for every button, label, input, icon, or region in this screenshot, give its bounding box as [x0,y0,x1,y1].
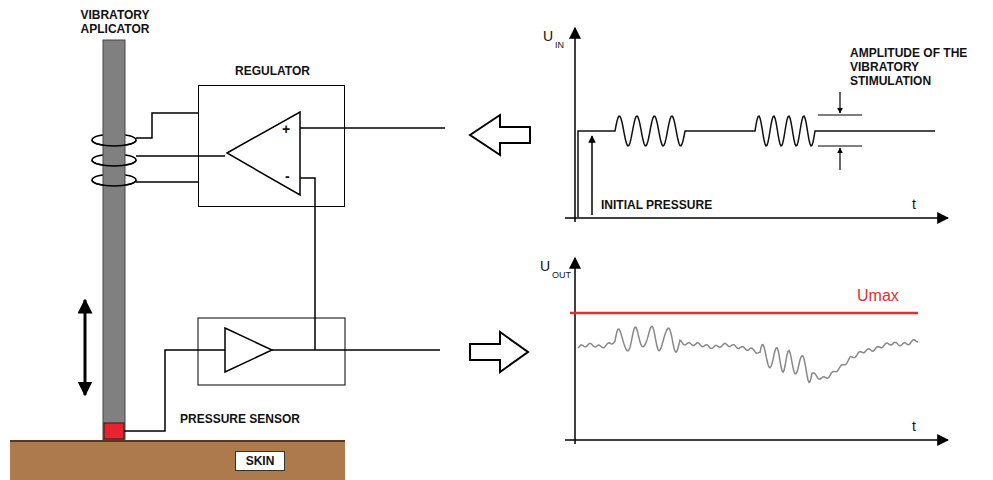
annotation: AMPLITUDE OF THE VIBRATORY STIMULATION [850,46,988,88]
op-amp-symbol: +- [226,111,301,196]
amplifier-symbol [225,328,272,372]
output-signal [578,326,918,382]
axis-label: U [543,28,553,44]
axis [574,258,576,444]
annotation-arrow [591,136,593,215]
applicator-rod [103,40,125,440]
axis-label: t [912,196,916,212]
axis-label: U [540,258,550,274]
flow-arrow [470,115,530,155]
regulator-box: +-REGULATOR [198,85,345,207]
part-name: VIBRATORY APLICATOR [50,8,180,36]
box-heading: REGULATOR [235,64,310,78]
skin-layer: SKIN [10,440,345,480]
pressure-sensor [104,423,124,439]
motion-arrow [84,300,87,395]
axis [574,28,576,222]
axis [565,217,948,219]
wire [124,113,445,431]
axis-label: t [912,418,916,434]
annotation: INITIAL PRESSURE [601,198,801,212]
axis-subscript: OUT [552,270,571,281]
coil-winding [92,140,136,186]
part-name: PRESSURE SENSOR [180,412,360,426]
axis-subscript: IN [555,40,564,51]
amplifier-box [198,318,345,385]
input-signal [578,116,935,217]
region-label: SKIN [235,451,286,471]
axis [565,439,948,441]
pin-sign: - [285,168,290,184]
flow-arrow [470,332,528,372]
limit-line [570,312,918,315]
pin-sign: + [282,121,290,137]
limit-label: Umax [857,287,899,305]
